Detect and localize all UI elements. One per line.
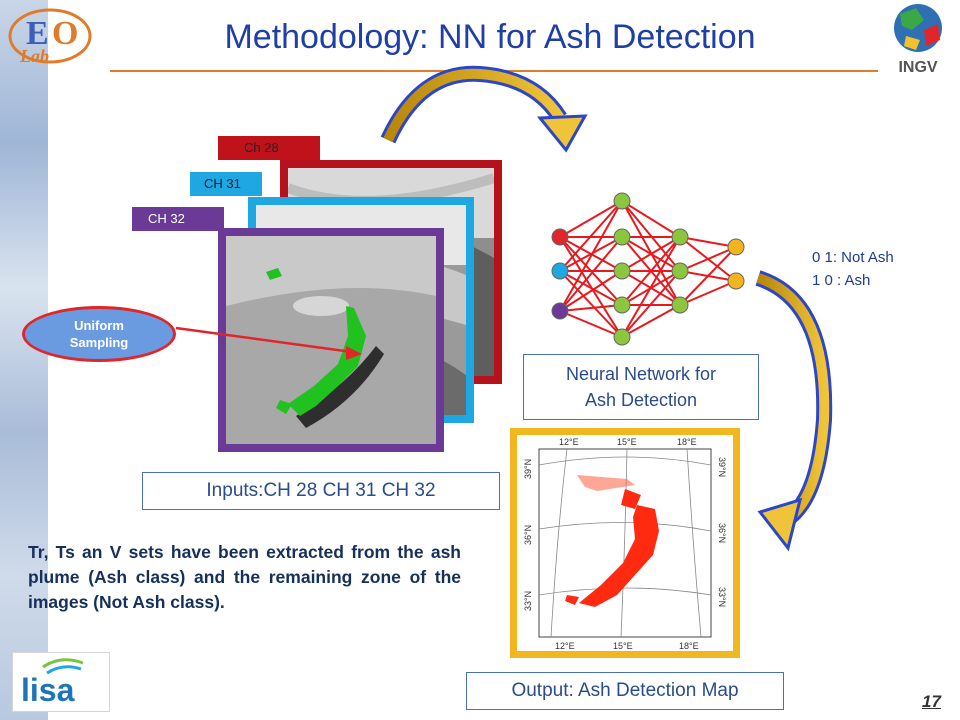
nn-node-layer-0 [551, 228, 569, 246]
top-curved-arrow [380, 65, 567, 144]
ash-detection-map: 12°E 15°E 18°E 12°E 15°E 18°E 39°N 36°N … [510, 428, 740, 658]
legend-ash: 1 0 : Ash [812, 272, 871, 289]
legend-not-ash: 0 1: Not Ash [812, 249, 894, 266]
nn-edge [559, 200, 623, 238]
nn-edge [621, 270, 681, 338]
nn-edge [679, 280, 737, 306]
nn-node-layer-1 [613, 192, 631, 210]
nn-edge [621, 236, 681, 272]
map-left-lat-2: 36°N [523, 525, 533, 545]
eo-lab-logo: E O Lab [2, 2, 98, 70]
nn-edge [621, 304, 681, 338]
map-right-lat-2: 36°N [717, 523, 727, 543]
nn-node-layer-1 [613, 262, 631, 280]
map-top-lon-1: 12°E [559, 437, 579, 447]
map-left-lat-1: 39°N [523, 459, 533, 479]
nn-edge [679, 236, 737, 248]
nn-label-line1: Neural Network for [565, 364, 717, 384]
nn-edge [559, 236, 623, 312]
nn-label: Neural Network for Ash Detection [523, 354, 759, 420]
top-arrow-head [536, 114, 588, 153]
right-arrow-head [757, 497, 803, 552]
map-left-lat-3: 33°N [523, 591, 533, 611]
inputs-label: Inputs:CH 28 CH 31 CH 32 [142, 472, 500, 510]
channel-tag-ch32: CH 32 [132, 207, 224, 231]
description-text: Tr, Ts an V sets have been extracted fro… [28, 542, 461, 612]
nn-edge [559, 270, 623, 306]
nn-node-layer-3 [727, 238, 745, 256]
map-bottom-lon-3: 18°E [679, 641, 699, 651]
svg-text:O: O [52, 15, 78, 52]
sampling-line2: Sampling [69, 335, 129, 350]
nn-node-layer-0 [551, 302, 569, 320]
map-top-lon-3: 18°E [677, 437, 697, 447]
nn-edge [559, 304, 623, 312]
nn-node-layer-2 [671, 262, 689, 280]
nn-node-layer-1 [613, 328, 631, 346]
channel-tag-ch28: Ch 28 [218, 136, 320, 160]
nn-node-layer-1 [613, 296, 631, 314]
nn-edge [679, 246, 737, 272]
nn-edges [559, 200, 737, 338]
svg-text:E: E [26, 15, 49, 52]
satellite-image-ch32 [218, 228, 444, 452]
left-decorative-strip [0, 0, 48, 720]
output-legend: 0 1: Not Ash 1 0 : Ash [812, 246, 894, 292]
nn-edge [559, 200, 623, 312]
nn-node-layer-1 [613, 228, 631, 246]
channel-tag-ch31: CH 31 [190, 172, 262, 196]
uniform-sampling-badge: Uniform Sampling [22, 306, 176, 362]
nn-node-layer-2 [671, 296, 689, 314]
page-number: 17 [922, 692, 941, 711]
map-top-lon-2: 15°E [617, 437, 637, 447]
page-title: Methodology: NN for Ash Detection [224, 18, 756, 56]
map-canvas: 12°E 15°E 18°E 12°E 15°E 18°E 39°N 36°N … [523, 437, 727, 651]
nn-edge [559, 310, 623, 338]
title-divider [110, 70, 880, 72]
sampling-line1: Uniform [74, 318, 124, 333]
neural-network-diagram [551, 192, 745, 346]
map-bottom-lon-2: 15°E [613, 641, 633, 651]
map-bottom-lon-1: 12°E [555, 641, 575, 651]
ingv-logo: INGV [876, 0, 960, 78]
nn-edge [621, 200, 681, 238]
nn-node-layer-2 [671, 228, 689, 246]
nn-edge [559, 200, 623, 272]
nn-node-layer-0 [551, 262, 569, 280]
map-right-lat-3: 33°N [717, 587, 727, 607]
lisa-logo: lisa [12, 652, 110, 712]
nn-edge [559, 270, 623, 338]
nn-edge [621, 236, 681, 306]
nn-edge [621, 236, 681, 338]
svg-text:Lab: Lab [19, 46, 49, 66]
lisa-label: lisa [21, 672, 75, 708]
output-label: Output: Ash Detection Map [466, 672, 784, 710]
right-curved-arrow [755, 270, 833, 527]
ingv-label: INGV [898, 59, 937, 76]
nn-nodes [551, 192, 745, 346]
nn-node-layer-3 [727, 272, 745, 290]
nn-label-line2: Ash Detection [584, 390, 698, 410]
nn-edge [679, 246, 737, 306]
nn-edge [559, 270, 623, 312]
map-right-lat-1: 39°N [717, 457, 727, 477]
